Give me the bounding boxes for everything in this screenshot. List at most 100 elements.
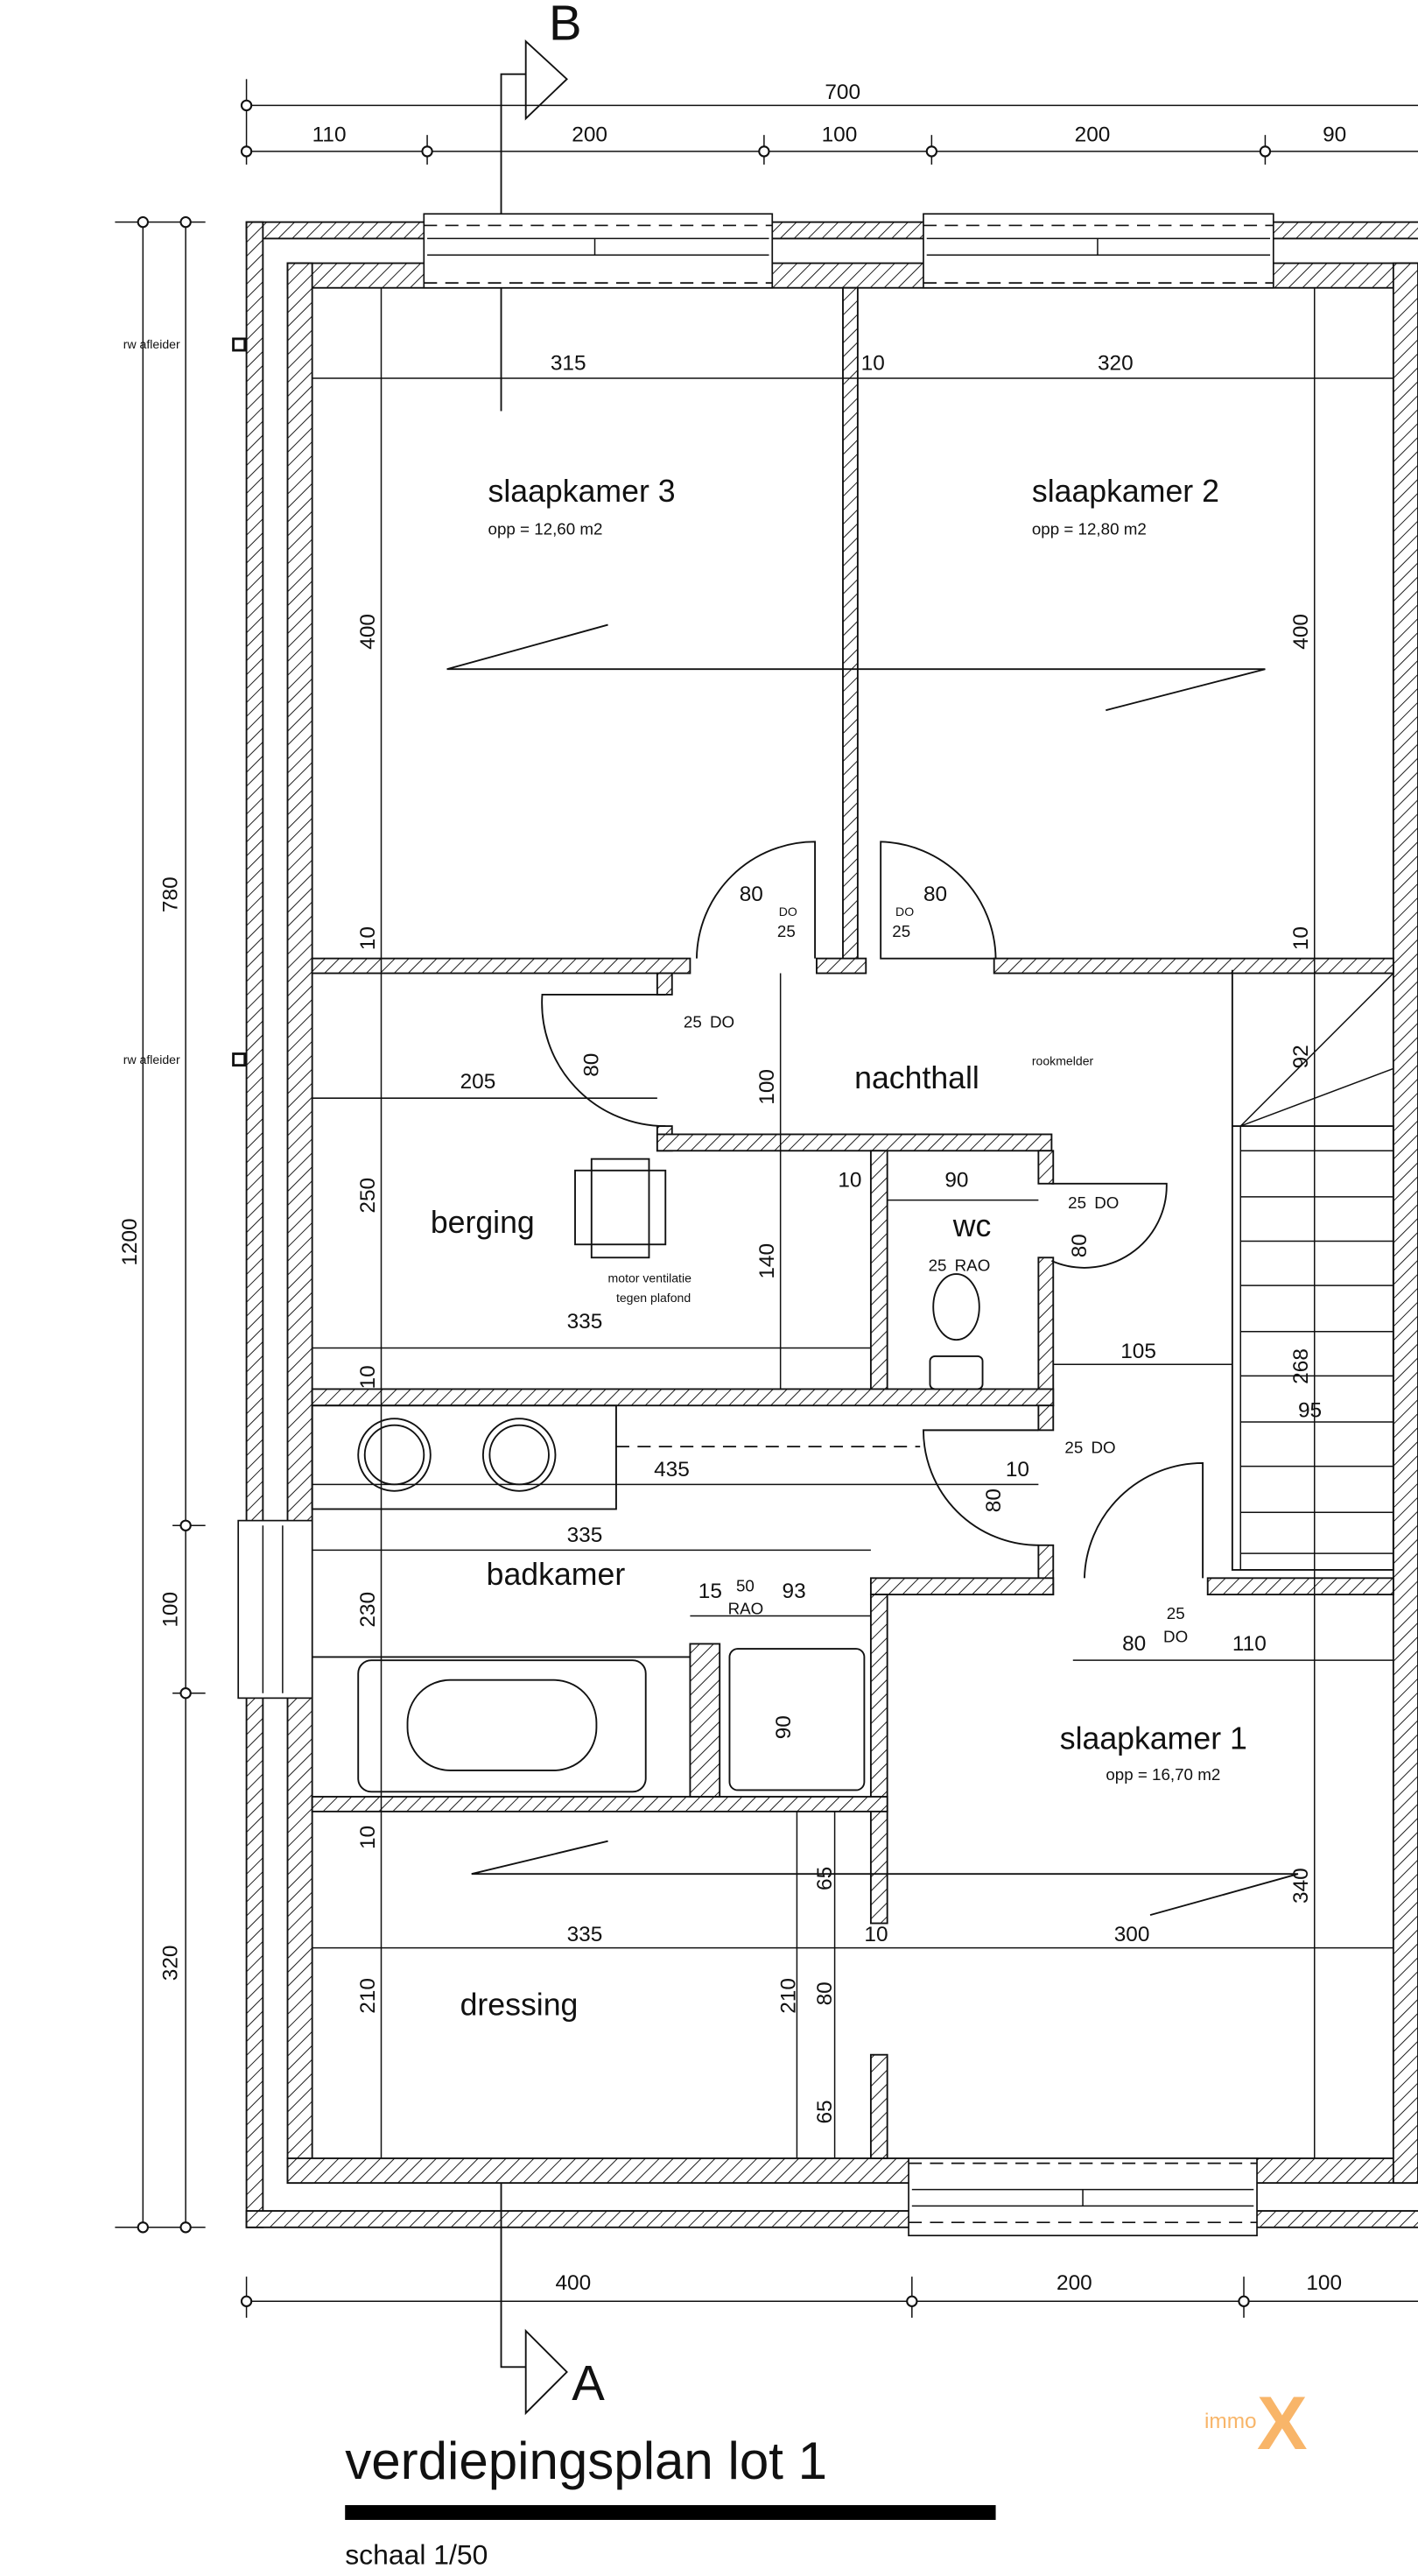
svg-text:400: 400: [356, 614, 380, 650]
svg-text:315: 315: [551, 352, 586, 376]
svg-text:10: 10: [1289, 926, 1313, 950]
title-block: verdiepingsplan lot 1 schaal 1/50: [345, 2432, 996, 2571]
svg-text:335: 335: [567, 1310, 603, 1334]
svg-text:DO: DO: [1091, 1439, 1115, 1457]
svg-text:DO: DO: [779, 904, 797, 918]
svg-text:25: 25: [929, 1256, 947, 1274]
svg-text:25: 25: [1068, 1193, 1086, 1212]
svg-text:400: 400: [555, 2271, 591, 2295]
walls: [245, 221, 1418, 2228]
svg-text:rookmelder: rookmelder: [1032, 1054, 1094, 1068]
svg-text:10: 10: [838, 1169, 861, 1193]
svg-text:opp = 16,70 m2: opp = 16,70 m2: [1106, 1765, 1220, 1784]
svg-text:230: 230: [356, 1592, 380, 1628]
staircase: [1231, 972, 1394, 1571]
svg-text:25: 25: [1064, 1439, 1083, 1457]
svg-text:berging: berging: [431, 1205, 535, 1240]
svg-text:25: 25: [1167, 1604, 1185, 1622]
section-marker-b: B: [500, 0, 582, 412]
svg-text:340: 340: [1289, 1868, 1313, 1904]
svg-text:nachthall: nachthall: [854, 1060, 979, 1095]
svg-text:200: 200: [1075, 123, 1111, 147]
svg-text:300: 300: [1114, 1923, 1150, 1946]
svg-text:100: 100: [822, 123, 858, 147]
svg-text:80: 80: [1068, 1234, 1092, 1257]
scale-bar: [345, 2505, 996, 2520]
scale-label: schaal 1/50: [345, 2539, 488, 2571]
svg-text:100: 100: [159, 1592, 183, 1628]
top-dimensions: 700 110 200 100 200 90: [240, 79, 1418, 165]
plan-title: verdiepingsplan lot 1: [345, 2432, 827, 2490]
svg-text:dressing: dressing: [460, 1988, 579, 2023]
svg-text:80: 80: [923, 883, 947, 906]
svg-text:DO: DO: [1094, 1193, 1119, 1212]
svg-text:65: 65: [813, 1867, 837, 1890]
svg-text:motor ventilatie: motor ventilatie: [608, 1270, 692, 1284]
svg-text:320: 320: [159, 1946, 183, 1981]
svg-text:A: A: [572, 2355, 605, 2411]
svg-text:10: 10: [861, 352, 885, 376]
svg-text:50: 50: [736, 1576, 755, 1594]
svg-text:90: 90: [772, 1715, 796, 1739]
svg-text:80: 80: [579, 1053, 603, 1077]
left-dimensions: 1200 780 100 320 rw afleider rw afleider: [115, 215, 247, 2234]
svg-text:95: 95: [1298, 1398, 1322, 1422]
svg-text:80: 80: [740, 883, 763, 906]
svg-text:93: 93: [783, 1580, 806, 1603]
svg-text:slaapkamer 2: slaapkamer 2: [1032, 474, 1219, 509]
svg-text:110: 110: [1232, 1632, 1267, 1656]
svg-text:335: 335: [567, 1923, 603, 1946]
svg-text:B: B: [549, 0, 582, 50]
svg-text:10: 10: [1006, 1458, 1029, 1482]
svg-text:slaapkamer 3: slaapkamer 3: [488, 474, 676, 509]
svg-text:opp = 12,80 m2: opp = 12,80 m2: [1032, 519, 1147, 538]
svg-text:slaapkamer 1: slaapkamer 1: [1060, 1721, 1247, 1756]
immox-logo: immo X: [1204, 2382, 1308, 2466]
room-labels: slaapkamer 3 opp = 12,60 m2 slaapkamer 2…: [431, 474, 1247, 2023]
svg-text:105: 105: [1120, 1340, 1156, 1363]
svg-text:25: 25: [684, 1012, 702, 1031]
svg-text:80: 80: [1122, 1632, 1146, 1656]
svg-text:90: 90: [1323, 123, 1346, 147]
svg-text:RAO: RAO: [728, 1600, 764, 1618]
svg-text:RAO: RAO: [955, 1256, 991, 1274]
svg-text:268: 268: [1289, 1348, 1313, 1384]
svg-text:10: 10: [356, 926, 380, 950]
svg-text:DO: DO: [710, 1012, 734, 1031]
svg-text:435: 435: [654, 1458, 690, 1482]
svg-text:X: X: [1257, 2382, 1308, 2466]
svg-text:400: 400: [1289, 614, 1313, 650]
svg-text:15: 15: [698, 1580, 722, 1603]
svg-text:badkamer: badkamer: [487, 1557, 626, 1592]
svg-text:80: 80: [813, 1981, 837, 2005]
svg-text:65: 65: [813, 2100, 837, 2123]
svg-text:rw afleider: rw afleider: [123, 1052, 180, 1066]
svg-text:700: 700: [825, 81, 860, 104]
svg-text:10: 10: [864, 1923, 888, 1946]
svg-text:205: 205: [460, 1070, 496, 1094]
interior-dimension-lines: [312, 287, 1393, 2158]
svg-text:10: 10: [356, 1365, 380, 1389]
svg-text:100: 100: [1306, 2271, 1342, 2295]
svg-text:200: 200: [1056, 2271, 1092, 2295]
svg-text:wc: wc: [952, 1208, 992, 1243]
svg-text:25: 25: [892, 922, 910, 940]
svg-text:immo: immo: [1204, 2410, 1257, 2433]
svg-text:210: 210: [356, 1978, 380, 2014]
dimension-labels: 315 10 320 400 400 80 DO 25 80 DO 25 10 …: [356, 352, 1322, 2124]
svg-text:DO: DO: [1163, 1628, 1188, 1646]
svg-text:90: 90: [944, 1169, 968, 1193]
svg-text:92: 92: [1289, 1045, 1313, 1068]
svg-text:10: 10: [356, 1826, 380, 1849]
svg-text:320: 320: [1098, 352, 1134, 376]
section-marker-a: A: [500, 2183, 605, 2416]
svg-text:1200: 1200: [118, 1218, 142, 1265]
svg-text:DO: DO: [895, 904, 914, 918]
doors: [541, 841, 1233, 1579]
svg-text:335: 335: [567, 1524, 603, 1547]
svg-text:780: 780: [159, 876, 183, 912]
windows: [237, 213, 1274, 2237]
svg-text:140: 140: [755, 1243, 779, 1279]
svg-text:100: 100: [755, 1069, 779, 1105]
